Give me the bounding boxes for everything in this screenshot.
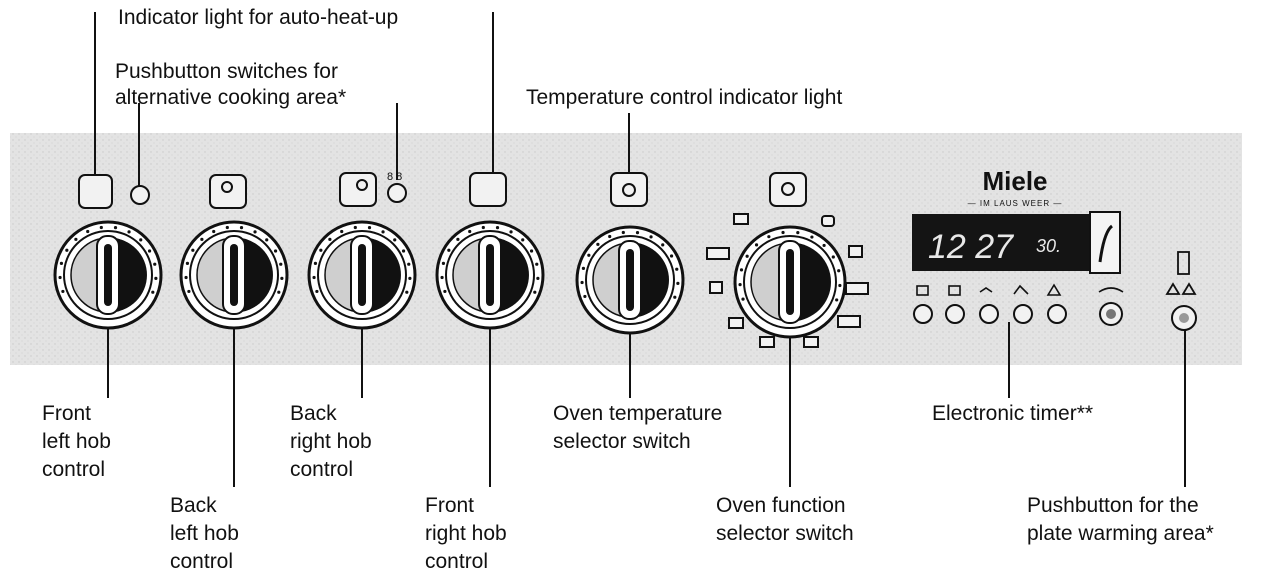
label-back-left-3: control — [170, 550, 234, 573]
back-left-hob-knob[interactable] — [179, 220, 289, 330]
leader-lines — [94, 12, 1186, 487]
label-plate-warming-line1: Pushbutton for the — [1027, 494, 1199, 517]
timer-display-seconds: 30. — [1036, 236, 1061, 256]
label-front-right-1: Front — [425, 494, 475, 517]
timer-button-3[interactable] — [979, 304, 999, 324]
timer-button-5[interactable] — [1047, 304, 1067, 324]
label-temp-indicator: Temperature control indicator light — [526, 86, 843, 109]
back-right-indicator-light — [339, 172, 377, 207]
timer-display-time: 12 27 — [928, 228, 1014, 266]
label-indicator-auto-heat: Indicator light for auto-heat-up — [118, 6, 399, 29]
label-back-left-2: left hob — [170, 522, 239, 545]
oven-function-indicator-light — [769, 172, 807, 207]
auto-heat-indicator-light-left — [78, 174, 113, 209]
label-electronic-timer: Electronic timer** — [932, 402, 1094, 425]
alt-area-pushbutton-right[interactable] — [387, 183, 407, 203]
back-right-hob-knob[interactable] — [307, 220, 417, 330]
label-front-left-1: Front — [42, 402, 92, 425]
oven-function-symbols — [706, 213, 869, 348]
alt-area-pushbutton-left[interactable] — [130, 185, 150, 205]
oven-temperature-selector-knob[interactable] — [575, 225, 685, 335]
label-oven-temp-1: Oven temperature — [553, 402, 723, 425]
label-plate-warming-line2: plate warming area* — [1027, 522, 1214, 545]
timer-function-icons — [916, 283, 1124, 296]
label-pushbutton-alt-line1: Pushbutton switches for — [115, 60, 338, 83]
front-right-hob-knob[interactable] — [435, 220, 545, 330]
label-pushbutton-alt-line2: alternative cooking area* — [115, 86, 347, 109]
label-oven-function-1: Oven function — [716, 494, 846, 517]
label-back-left-1: Back — [170, 494, 217, 517]
label-back-right-3: control — [290, 458, 354, 481]
label-front-left-2: left hob — [42, 430, 111, 453]
front-left-hob-knob[interactable] — [53, 220, 163, 330]
timer-button-2[interactable] — [945, 304, 965, 324]
label-front-right-2: right hob — [425, 522, 507, 545]
timer-button-1[interactable] — [913, 304, 933, 324]
timer-display — [912, 214, 1090, 271]
brand-tagline: — IM LAUS WEER — — [968, 199, 1063, 208]
label-oven-function-2: selector switch — [716, 522, 854, 545]
brand-logo: Miele — [982, 166, 1047, 196]
label-back-right-2: right hob — [290, 430, 372, 453]
timer-button-4[interactable] — [1013, 304, 1033, 324]
svg-text:8 8: 8 8 — [387, 171, 402, 183]
label-front-right-3: control — [425, 550, 489, 573]
temperature-indicator-light — [610, 172, 648, 207]
auto-heat-indicator-light-right — [469, 172, 507, 207]
label-back-right-1: Back — [290, 402, 337, 425]
label-oven-temp-2: selector switch — [553, 430, 691, 453]
oven-function-selector-knob[interactable] — [733, 225, 847, 339]
label-front-left-3: control — [42, 458, 106, 481]
plate-warming-icon — [1165, 251, 1197, 295]
